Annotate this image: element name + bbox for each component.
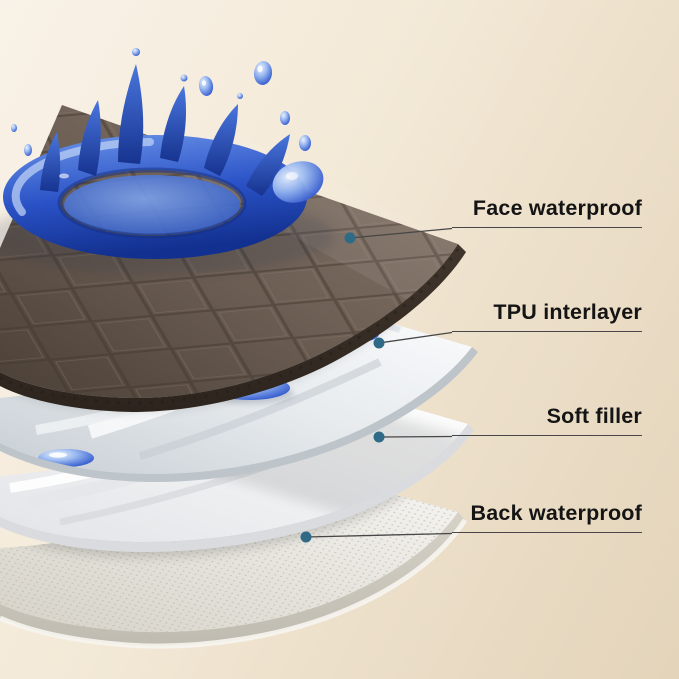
callout-dot-icon xyxy=(344,232,356,244)
callout-line-tpu xyxy=(378,331,453,344)
droplet-glints xyxy=(59,65,298,180)
callout-line-face xyxy=(349,227,453,239)
callout-dot-icon xyxy=(300,531,312,543)
water-splash xyxy=(0,48,335,274)
callout-label-face-waterproof: Face waterproof xyxy=(452,196,642,228)
callout-dot-icon xyxy=(373,431,385,443)
callout-dots xyxy=(300,232,385,543)
edge-stitching xyxy=(0,248,460,405)
callout-leaders xyxy=(305,227,453,538)
quilt-edge xyxy=(0,244,466,412)
droplet-glint xyxy=(49,452,67,458)
splash-crown xyxy=(40,64,290,196)
pool-rim xyxy=(57,167,247,239)
ring-highlight xyxy=(11,138,154,216)
splash-blob xyxy=(272,161,324,203)
callout-label-soft-filler: Soft filler xyxy=(452,404,642,436)
splash-pool xyxy=(64,175,240,235)
callout-label-back-waterproof: Back waterproof xyxy=(452,501,642,533)
callout-line-filler xyxy=(378,435,453,438)
callout-label-tpu-interlayer: TPU interlayer xyxy=(452,300,642,332)
callout-line-back xyxy=(305,532,453,538)
callout-dot-icon xyxy=(373,337,385,349)
